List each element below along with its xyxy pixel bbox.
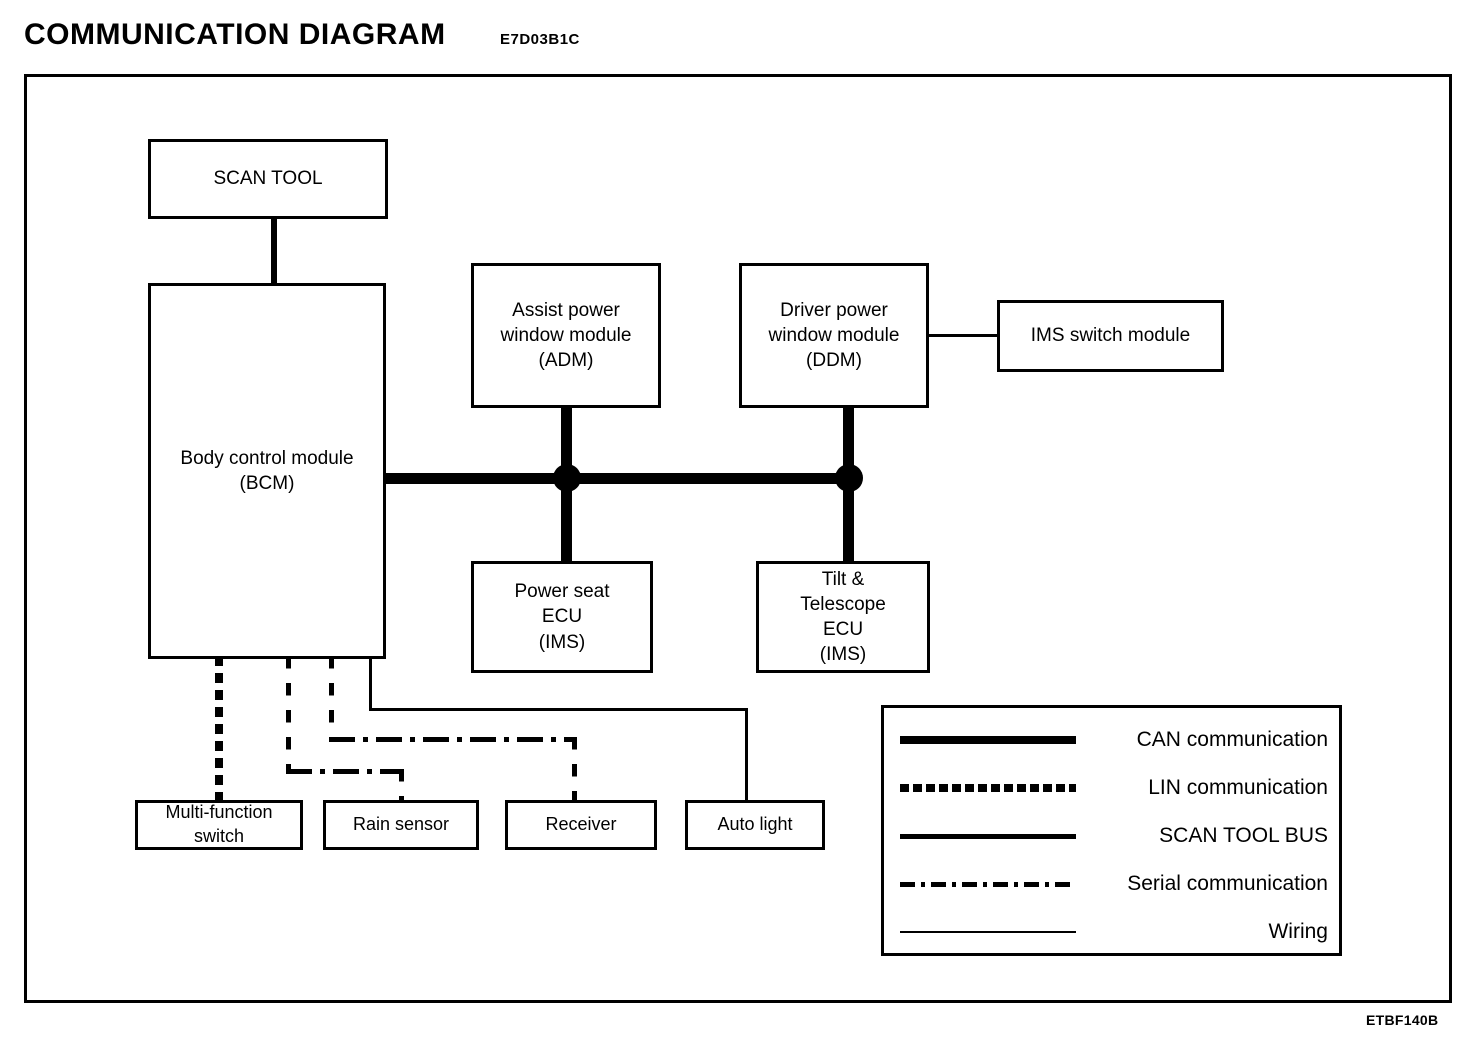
wiring-bcm-auto-light-v2 bbox=[745, 708, 748, 804]
node-scan-tool[interactable]: SCAN TOOL bbox=[148, 139, 388, 219]
wiring-bcm-auto-light-v1 bbox=[369, 656, 372, 710]
legend-label-lin: LIN communication bbox=[1148, 776, 1328, 799]
node-tilt-telescope-ecu[interactable]: Tilt & Telescope ECU (IMS) bbox=[756, 561, 930, 673]
legend-label-can: CAN communication bbox=[1136, 728, 1328, 751]
node-tilt-label-line1: Tilt & bbox=[821, 568, 865, 590]
node-bcm-label-line2: (BCM) bbox=[239, 473, 295, 494]
page-title: COMMUNICATION DIAGRAM bbox=[24, 18, 446, 51]
scan-tool-bus-line bbox=[271, 218, 277, 288]
legend-row-can: CAN communication bbox=[884, 716, 1339, 764]
node-auto-light-label: Auto light bbox=[717, 814, 793, 835]
node-ims-switch-label: IMS switch module bbox=[1030, 325, 1191, 347]
can-bus-backbone bbox=[382, 473, 852, 484]
can-branch-tilt bbox=[843, 473, 854, 563]
serial-bcm-rain-sensor-v2 bbox=[399, 769, 404, 805]
legend-sample-serial bbox=[900, 874, 1076, 894]
serial-bcm-rain-sensor-h bbox=[286, 769, 404, 774]
wiring-bcm-auto-light-h bbox=[369, 708, 748, 711]
node-ddm-label-line1: Driver power bbox=[780, 299, 888, 321]
node-auto-light[interactable]: Auto light bbox=[685, 800, 825, 850]
node-assist-power-window-module[interactable]: Assist power window module (ADM) bbox=[471, 263, 661, 408]
wiring-ddm-to-ims bbox=[928, 334, 998, 337]
can-branch-adm bbox=[561, 404, 572, 479]
node-ddm-label-line3: (DDM) bbox=[806, 350, 862, 372]
node-power-seat-label-line3: (IMS) bbox=[538, 631, 586, 653]
legend-label-serial: Serial communication bbox=[1127, 872, 1328, 895]
node-multi-function-label-line1: Multi-function bbox=[165, 802, 273, 823]
node-receiver-label: Receiver bbox=[545, 814, 617, 835]
diagram-frame bbox=[24, 74, 1452, 1003]
node-ims-switch-module[interactable]: IMS switch module bbox=[997, 300, 1224, 372]
figure-code: ETBF140B bbox=[1366, 1012, 1439, 1028]
legend-label-wiring: Wiring bbox=[1268, 920, 1328, 943]
legend-sample-lin bbox=[900, 778, 1076, 798]
node-driver-power-window-module[interactable]: Driver power window module (DDM) bbox=[739, 263, 929, 408]
can-junction-dot-adm bbox=[553, 464, 581, 492]
can-branch-power-seat bbox=[561, 473, 572, 563]
node-tilt-label-line4: (IMS) bbox=[819, 644, 867, 666]
serial-bcm-receiver-h bbox=[329, 737, 577, 742]
legend-row-wiring: Wiring bbox=[884, 908, 1339, 956]
title-code: E7D03B1C bbox=[500, 31, 580, 48]
node-body-control-module[interactable]: Body control module (BCM) bbox=[148, 283, 386, 659]
node-power-seat-label-line2: ECU bbox=[541, 606, 583, 628]
node-power-seat-label-line1: Power seat bbox=[514, 581, 610, 603]
serial-bcm-rain-sensor-v1 bbox=[286, 656, 291, 772]
legend-sample-wiring bbox=[900, 922, 1076, 942]
node-adm-label-line3: (ADM) bbox=[538, 350, 594, 372]
node-ddm-label-line2: window module bbox=[768, 324, 900, 346]
node-scan-tool-label: SCAN TOOL bbox=[213, 168, 323, 190]
legend: CAN communication LIN communication SCAN… bbox=[881, 705, 1342, 956]
node-tilt-label-line3: ECU bbox=[822, 619, 864, 640]
legend-sample-can bbox=[900, 730, 1076, 750]
node-adm-label-line2: window module bbox=[500, 324, 632, 346]
node-multi-function-switch[interactable]: Multi-function switch bbox=[135, 800, 303, 850]
node-receiver[interactable]: Receiver bbox=[505, 800, 657, 850]
node-power-seat-ecu[interactable]: Power seat ECU (IMS) bbox=[471, 561, 653, 673]
node-rain-sensor[interactable]: Rain sensor bbox=[323, 800, 479, 850]
node-adm-label-line1: Assist power bbox=[512, 299, 620, 321]
legend-label-scan-tool-bus: SCAN TOOL BUS bbox=[1159, 824, 1328, 847]
node-tilt-label-line2: Telescope bbox=[800, 593, 886, 615]
node-rain-sensor-label: Rain sensor bbox=[352, 814, 450, 835]
serial-bcm-receiver-v1 bbox=[329, 656, 334, 740]
lin-bcm-to-multi-function-switch bbox=[215, 656, 223, 804]
legend-row-lin: LIN communication bbox=[884, 764, 1339, 812]
legend-row-serial: Serial communication bbox=[884, 860, 1339, 908]
can-branch-ddm bbox=[843, 404, 854, 479]
legend-sample-scan-tool-bus bbox=[900, 826, 1076, 846]
legend-row-scan-tool-bus: SCAN TOOL BUS bbox=[884, 812, 1339, 860]
can-junction-dot-ddm bbox=[835, 464, 863, 492]
node-multi-function-label-line2: switch bbox=[193, 826, 244, 846]
node-bcm-label-line1: Body control module bbox=[180, 447, 354, 469]
serial-bcm-receiver-v2 bbox=[572, 737, 577, 805]
